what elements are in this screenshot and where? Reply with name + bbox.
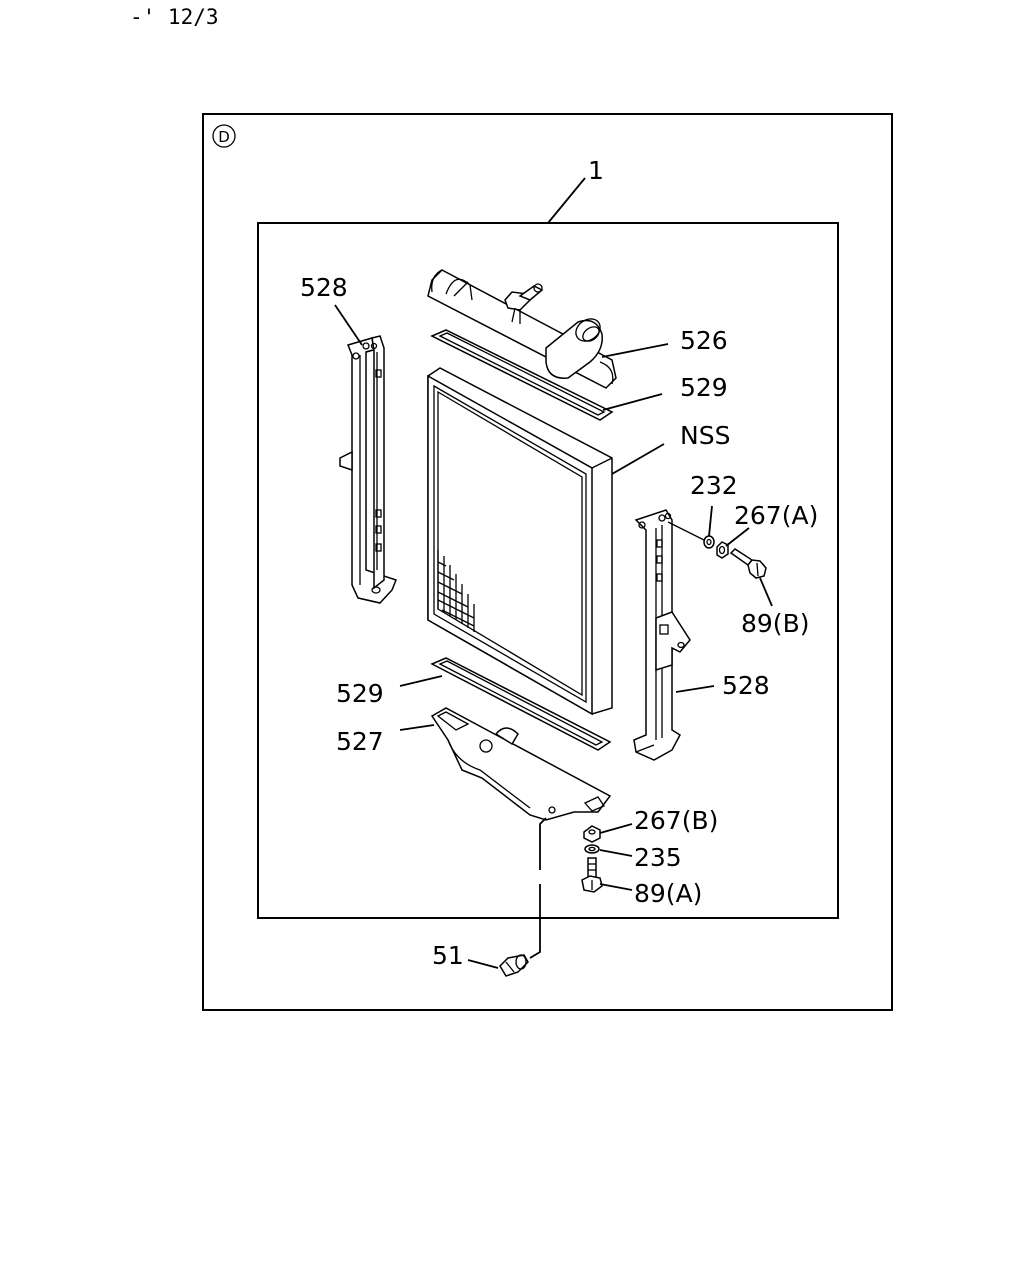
- washer-232-leader: [708, 505, 713, 537]
- top-tank: [427, 269, 617, 389]
- callout-washer-232: 232: [690, 471, 738, 500]
- svg-text:D: D: [218, 128, 230, 146]
- drain-line-lower: [529, 884, 541, 959]
- washer-232: [703, 535, 715, 549]
- nut-267a-leader: [725, 527, 750, 547]
- callout-lower-tank: 527: [336, 727, 384, 756]
- lower-seal-leader: [399, 675, 443, 687]
- bolt-89b-leader: [759, 577, 773, 607]
- bolt-89a: [581, 857, 603, 893]
- radiator-core: [427, 367, 613, 716]
- nut-267b-leader: [599, 823, 633, 834]
- left-bracket: [339, 335, 397, 604]
- washer-235-leader: [599, 849, 633, 857]
- callout-nut-267a: 267(A): [734, 501, 818, 530]
- callout-top-tank: 526: [680, 326, 728, 355]
- left-bracket-leader: [334, 304, 363, 346]
- callout-upper-seal: 529: [680, 373, 728, 402]
- page-reference: -' 12/3: [130, 5, 219, 29]
- nut-267a: [716, 541, 729, 559]
- drain-cock-leader: [467, 959, 499, 969]
- lower-tank: [430, 707, 612, 821]
- right-bracket: [633, 509, 691, 761]
- lower-seal: [430, 657, 612, 751]
- callout-washer-235: 235: [634, 843, 682, 872]
- core-leader: [611, 443, 665, 475]
- outer-frame: [202, 113, 893, 1011]
- bolt-89a-leader: [599, 883, 633, 891]
- callout-bolt-89a: 89(A): [634, 879, 702, 908]
- callout-assembly: 1: [588, 156, 604, 185]
- top-tank-leader: [601, 343, 669, 358]
- callout-nut-267b: 267(B): [634, 806, 718, 835]
- callout-bolt-89b: 89(B): [741, 609, 809, 638]
- lower-tank-leader: [399, 724, 435, 731]
- callout-bracket-left: 528: [300, 273, 348, 302]
- nut-267b: [583, 825, 601, 843]
- drain-cock: [499, 954, 529, 977]
- callout-lower-seal: 529: [336, 679, 384, 708]
- bolt-89b: [729, 548, 767, 579]
- callout-drain-cock: 51: [432, 941, 464, 970]
- upper-seal: [430, 329, 614, 421]
- view-marker: D: [212, 124, 236, 148]
- right-bracket-leader: [675, 685, 715, 693]
- washer-235: [584, 844, 600, 854]
- drain-line-upper: [539, 817, 547, 870]
- callout-bracket-right: 528: [722, 671, 770, 700]
- callout-core: NSS: [680, 421, 730, 450]
- upper-seal-leader: [602, 393, 663, 411]
- assembly-leader: [547, 177, 586, 224]
